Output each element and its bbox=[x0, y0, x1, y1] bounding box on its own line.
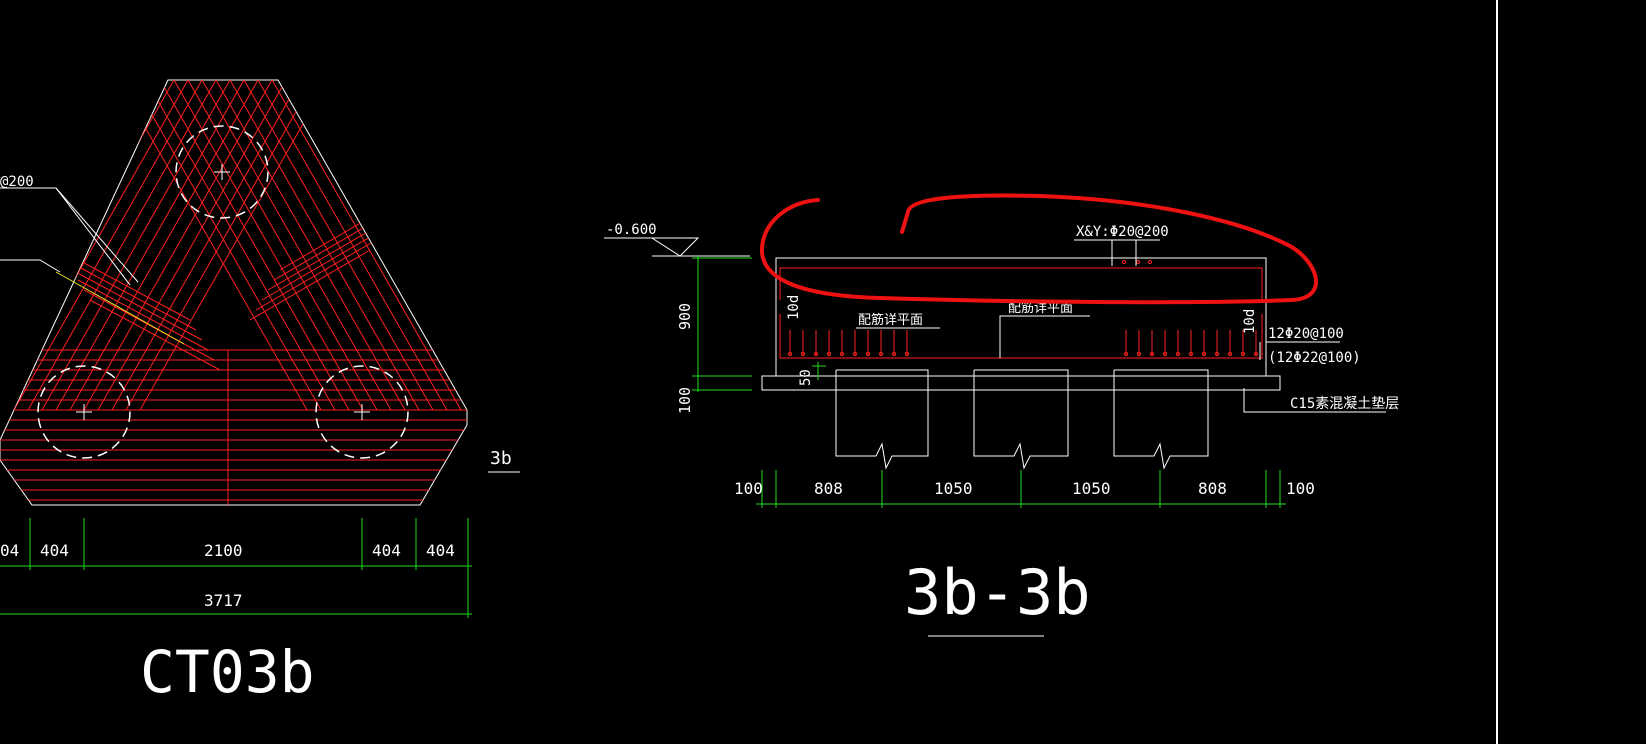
pile-top[interactable] bbox=[175, 125, 269, 219]
plan-dim-5: 404 bbox=[426, 541, 455, 560]
cad-drawing-canvas[interactable]: @200 3b 04 404 2100 404 404 3717 CT03b -… bbox=[0, 0, 1568, 709]
viewport-border bbox=[1496, 0, 1498, 744]
plan-title: CT03b bbox=[140, 638, 315, 706]
section-horizontal-dims bbox=[756, 470, 1286, 508]
anchorage-left: 10d bbox=[786, 295, 802, 320]
height-label: 900 bbox=[676, 303, 694, 330]
section-marker: 3b bbox=[490, 448, 512, 469]
mesh-plan-center: 配筋详平面 bbox=[1008, 300, 1073, 316]
plan-dim-1: 04 bbox=[0, 541, 19, 560]
mesh-plan-left: 配筋详平面 bbox=[858, 312, 923, 328]
plan-dimensions bbox=[0, 518, 472, 618]
bottom-rebar-label: 12Φ20@100 bbox=[1268, 326, 1344, 342]
sec-dim-1: 100 bbox=[734, 479, 763, 498]
bottom-rebar-alt-label: (12Φ22@100) bbox=[1268, 350, 1361, 366]
review-markup-circle bbox=[759, 193, 1319, 305]
pile-embed-label: 50 bbox=[798, 369, 814, 386]
elevation-label: -0.600 bbox=[606, 222, 657, 238]
plan-view: @200 3b 04 404 2100 404 404 3717 CT03b bbox=[0, 79, 520, 706]
anchorage-right: 10d bbox=[1242, 309, 1258, 334]
top-rebar-label: X&Y:Φ20@200 bbox=[1076, 224, 1169, 240]
bottom-rebar-hooks bbox=[787, 330, 1259, 357]
section-vertical-dims bbox=[692, 256, 752, 392]
sec-dim-6: 100 bbox=[1286, 479, 1315, 498]
sec-dim-5: 808 bbox=[1198, 479, 1227, 498]
plan-dim-total: 3717 bbox=[204, 591, 243, 610]
pile-left[interactable] bbox=[37, 365, 131, 459]
yellow-rebar-marker bbox=[55, 271, 185, 345]
cushion-note: C15素混凝土垫层 bbox=[1290, 396, 1399, 412]
rebar-callout-leader bbox=[0, 187, 139, 286]
plan-dim-4: 404 bbox=[372, 541, 401, 560]
plan-dim-2: 404 bbox=[40, 541, 69, 560]
top-rebar-dots bbox=[1122, 260, 1152, 264]
elevation-symbol bbox=[604, 237, 750, 257]
cushion-layer[interactable] bbox=[761, 375, 1281, 391]
sec-dim-4: 1050 bbox=[1072, 479, 1111, 498]
pile-centers bbox=[76, 164, 370, 420]
plan-dim-3: 2100 bbox=[204, 541, 243, 560]
section-view: -0.600 X&Y:Φ20@200 10d 10d 配筋详平面 配筋详平面 bbox=[604, 222, 1399, 637]
rebar-callout-text: @200 bbox=[0, 174, 34, 190]
section-title: 3b-3b bbox=[904, 556, 1091, 629]
section-piles[interactable] bbox=[835, 369, 1209, 470]
cushion-height-label: 100 bbox=[676, 387, 694, 414]
sec-dim-2: 808 bbox=[814, 479, 843, 498]
sec-dim-3: 1050 bbox=[934, 479, 973, 498]
section-rebar bbox=[779, 267, 1263, 359]
pile-right[interactable] bbox=[315, 365, 409, 459]
pile-cap-outline[interactable] bbox=[0, 79, 468, 506]
rebar-grid bbox=[0, 80, 467, 505]
